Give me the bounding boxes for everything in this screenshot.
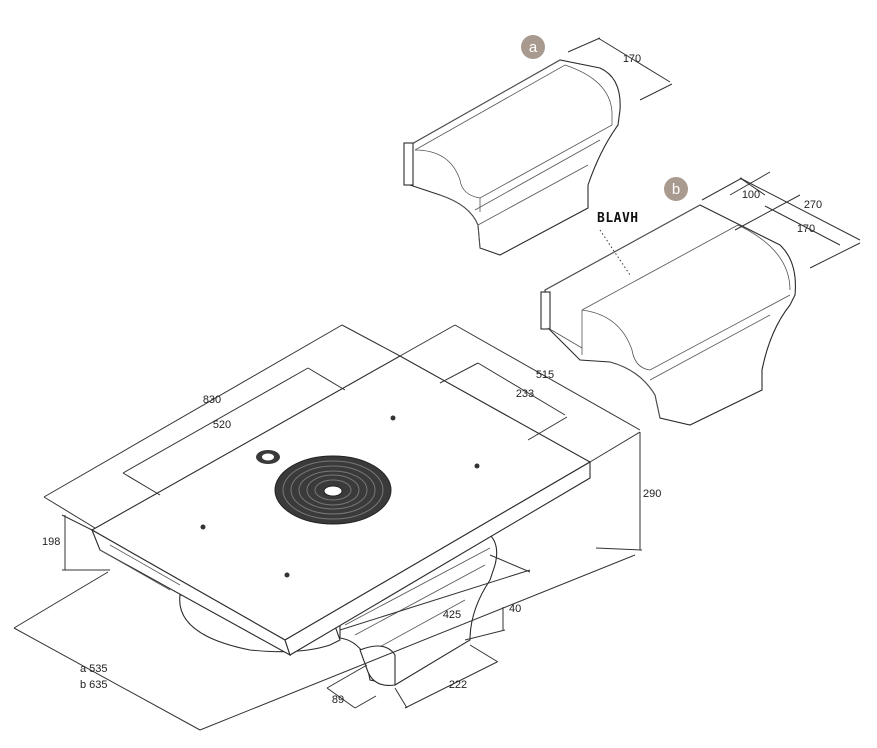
option-a-badge: a bbox=[521, 35, 545, 59]
dim-hob-length-label: 830 bbox=[203, 394, 221, 406]
dim-b-inner-label: 100 bbox=[742, 189, 760, 201]
part-code-label: BLAVH bbox=[597, 211, 639, 226]
dim-hob: 830 520 515 233 290 198 425 40 bbox=[13, 324, 661, 731]
dim-hob-height-label: 198 bbox=[42, 536, 60, 548]
dim-hob-depth-label: 515 bbox=[536, 369, 554, 381]
option-b-label: b bbox=[672, 181, 680, 198]
extraction-grill bbox=[274, 455, 392, 525]
dim-duct-small-label: 89 bbox=[332, 694, 344, 706]
dim-duct-width-label: 425 bbox=[443, 609, 461, 621]
option-b-badge: b bbox=[664, 177, 688, 201]
dim-hob-depth-inner-label: 233 bbox=[516, 388, 534, 400]
dim-depth-b-label: b 635 bbox=[80, 679, 108, 691]
zone-marker bbox=[284, 572, 290, 578]
dim-b-outer-label: 270 bbox=[804, 199, 822, 211]
dim-duct-depth-label: 222 bbox=[449, 679, 467, 691]
control-knob bbox=[256, 450, 280, 464]
zone-marker bbox=[390, 415, 396, 421]
duct-module-b bbox=[540, 204, 796, 426]
dim-a-width: 170 bbox=[567, 37, 673, 101]
dim-hob-inner-label: 520 bbox=[213, 419, 231, 431]
hob-unit bbox=[90, 355, 592, 687]
dim-b-widths: 100 270 170 bbox=[701, 171, 861, 269]
duct-module-a bbox=[403, 59, 621, 256]
dim-total-height-label: 290 bbox=[643, 488, 661, 500]
dim-depth-a-label: a 535 bbox=[80, 663, 108, 675]
option-a-label: a bbox=[529, 39, 538, 56]
zone-marker bbox=[474, 463, 480, 469]
zone-marker bbox=[200, 524, 206, 530]
dim-duct-offset-label: 40 bbox=[509, 603, 521, 615]
dim-b-lower-label: 170 bbox=[797, 223, 815, 235]
dim-a-width-label: 170 bbox=[623, 53, 641, 65]
